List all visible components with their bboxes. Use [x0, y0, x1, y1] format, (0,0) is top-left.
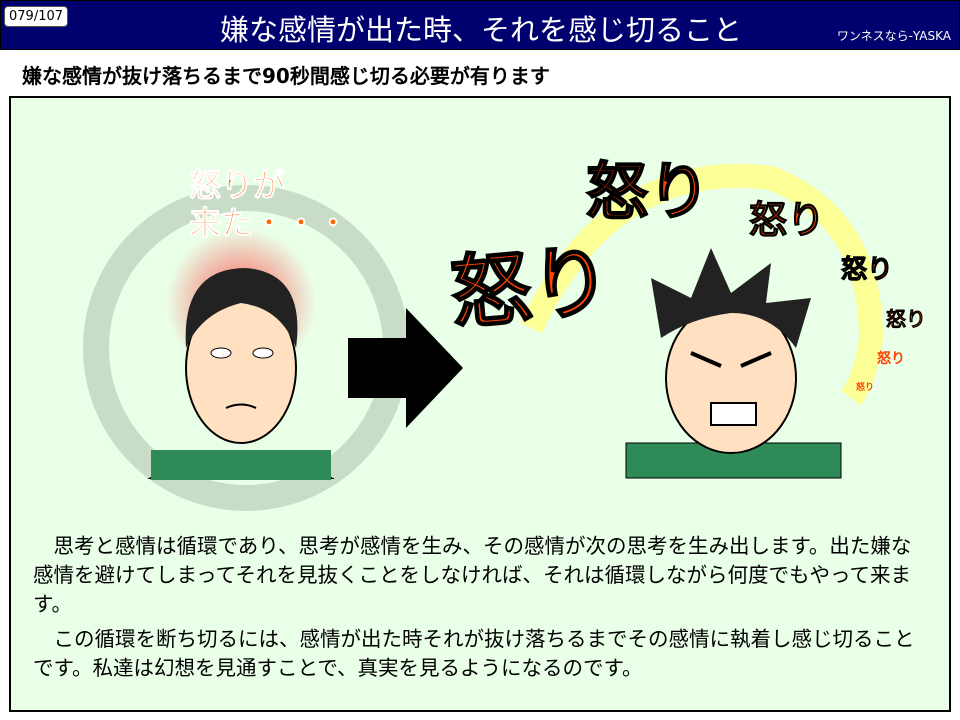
explanation-text: 思考と感情は循環であり、思考が感情を生み、その感情が次の思考を生み出します。出た…	[9, 522, 951, 712]
slide-header: 079/107 嫌な感情が出た時、それを感じ切ること ワンネスなら-YASKA	[0, 0, 960, 50]
brand-label: ワンネスなら-YASKA	[836, 29, 951, 43]
anger-word-large: 怒り	[447, 234, 614, 341]
left-caption-line2: 来た・・・	[189, 204, 349, 242]
anger-word-small: 怒り	[841, 255, 893, 285]
angry-man-figure	[625, 248, 842, 479]
anger-word-tiny: 怒り	[877, 350, 905, 367]
slide-subtitle: 嫌な感情が抜け落ちるまで90秒間感じ切る必要が有ります	[22, 64, 550, 88]
anger-word-tiny: 怒り	[856, 381, 874, 393]
illustration: 怒りが 来た・・・ 怒り 怒り 怒り 怒り 怒り 怒り 怒り	[83, 154, 926, 511]
annoyed-man-figure	[147, 268, 335, 480]
anger-word-tiny: 怒り	[886, 307, 926, 331]
paragraph: この循環を断ち切るには、感情が出た時それが抜け落ちるまでその感情に執着し感じ切る…	[33, 627, 915, 680]
page-number: 079/107	[4, 6, 69, 27]
anger-swirl	[520, 163, 884, 406]
anger-word-small: 怒り	[749, 198, 825, 242]
arrow-right-icon	[348, 308, 463, 428]
slide-title: 嫌な感情が出た時、それを感じ切ること	[219, 13, 742, 47]
paragraph: 思考と感情は循環であり、思考が感情を生み、その感情が次の思考を生み出します。出た…	[33, 534, 912, 616]
illustration-panel: 怒りが 来た・・・ 怒り 怒り 怒り 怒り 怒り 怒り 怒り	[9, 96, 951, 524]
left-caption-line1: 怒りが	[189, 166, 285, 204]
anger-word-medium: 怒り	[586, 155, 710, 228]
